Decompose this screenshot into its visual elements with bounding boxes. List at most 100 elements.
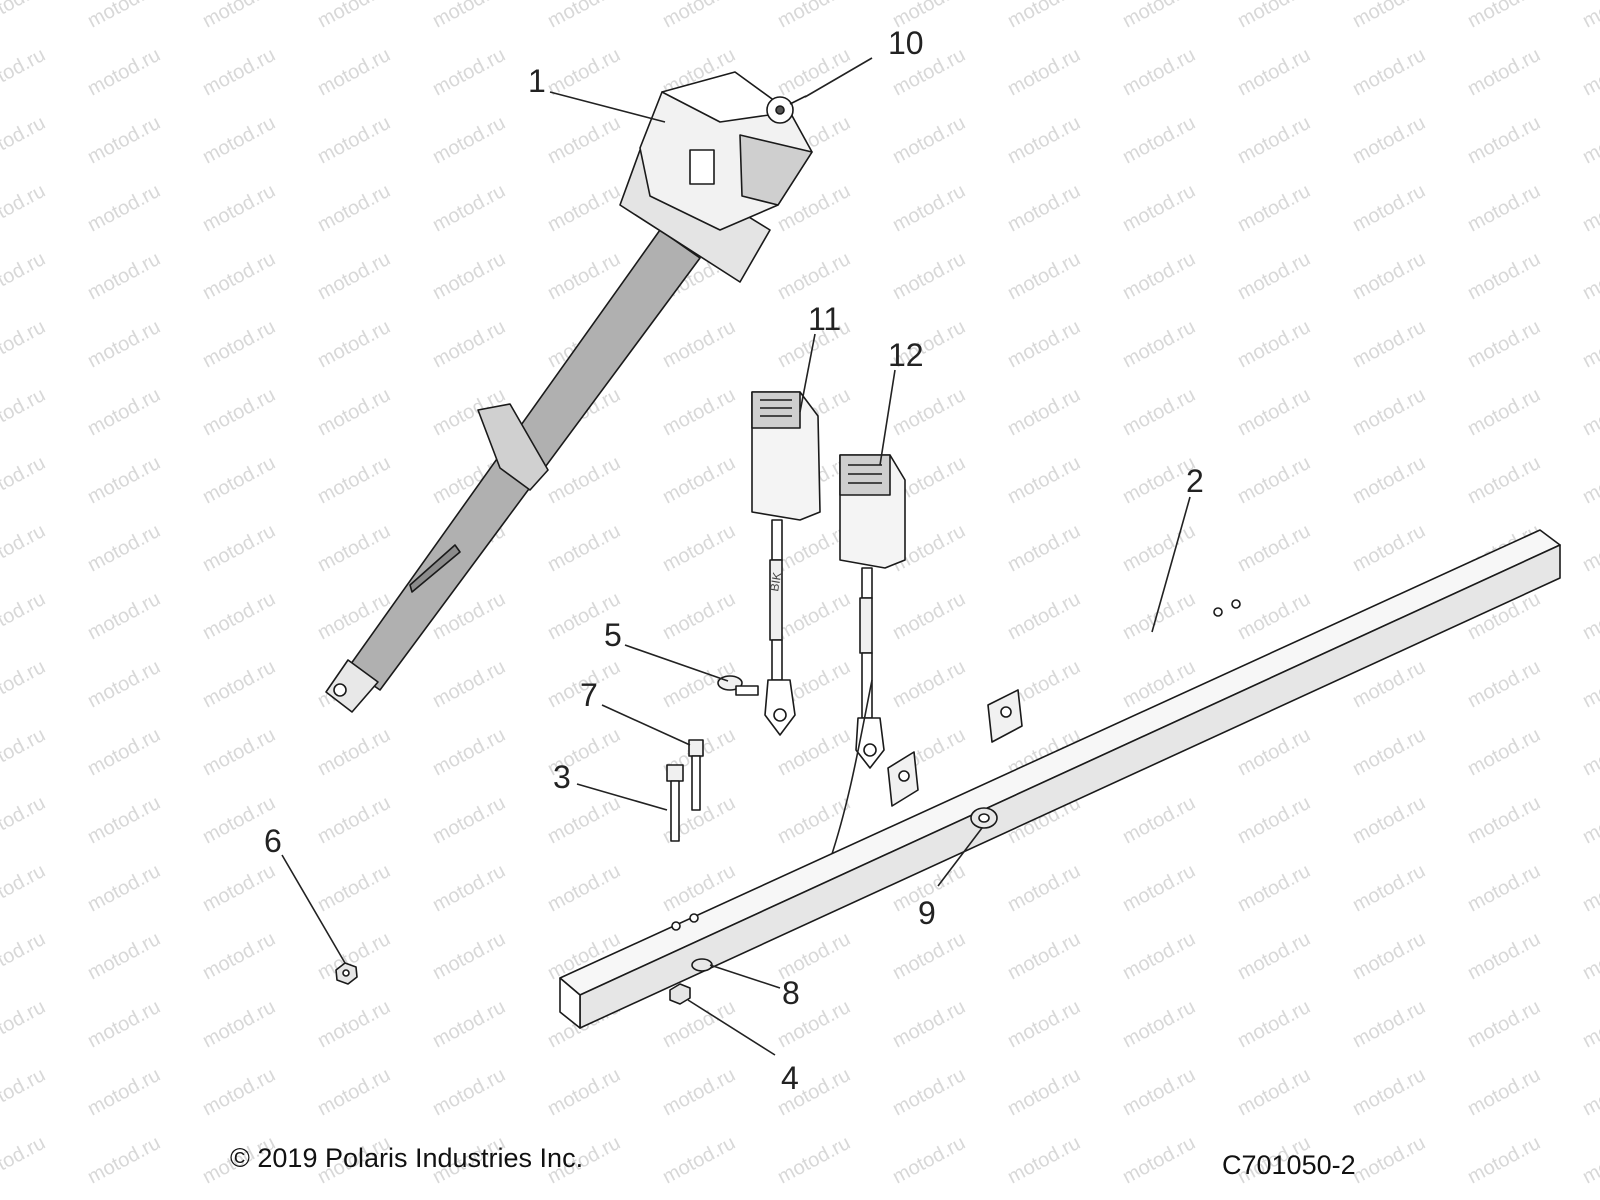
watermark-text: motod.ru <box>1579 384 1600 440</box>
watermark-text: motod.ru <box>429 180 509 236</box>
watermark-text: motod.ru <box>1579 996 1600 1052</box>
watermark-text: motod.ru <box>1579 1132 1600 1188</box>
watermark-text: motod.ru <box>1004 520 1084 576</box>
watermark-text: motod.ru <box>84 1132 164 1188</box>
watermark-text: motod.ru <box>889 180 969 236</box>
watermark-text: motod.ru <box>429 112 509 168</box>
callout-number: 7 <box>580 677 598 713</box>
watermark-text: motod.ru <box>429 656 509 712</box>
watermark-text: motod.ru <box>0 724 49 780</box>
watermark-text: motod.ru <box>1349 112 1429 168</box>
watermark-text: motod.ru <box>199 112 279 168</box>
watermark-text: motod.ru <box>1579 316 1600 372</box>
watermark-text: motod.ru <box>1234 0 1314 32</box>
watermark-text: motod.ru <box>0 588 49 644</box>
watermark-text: motod.ru <box>1349 316 1429 372</box>
watermark-text: motod.ru <box>1579 656 1600 712</box>
watermark-text: motod.ru <box>314 860 394 916</box>
callout-12: 12 <box>879 337 924 466</box>
callout-4: 4 <box>687 999 799 1096</box>
part-bolt-7 <box>688 739 704 811</box>
watermark-text: motod.ru <box>429 996 509 1052</box>
watermark-text: motod.ru <box>659 1064 739 1120</box>
watermark-text: motod.ru <box>0 996 49 1052</box>
watermark-text: motod.ru <box>0 384 49 440</box>
watermark-text: motod.ru <box>0 316 49 372</box>
part-buckle-right <box>811 454 906 911</box>
watermark-text: motod.ru <box>1119 0 1199 32</box>
watermark-text: motod.ru <box>84 588 164 644</box>
watermark-text: motod.ru <box>1464 0 1544 32</box>
watermark-text: motod.ru <box>1464 860 1544 916</box>
watermark-text: motod.ru <box>1119 928 1199 984</box>
watermark-text: motod.ru <box>1579 860 1600 916</box>
callout-9: 9 <box>918 827 983 931</box>
watermark-text: motod.ru <box>1579 928 1600 984</box>
watermark-text: motod.ru <box>199 656 279 712</box>
watermark-text: motod.ru <box>1234 44 1314 100</box>
watermark-text: motod.ru <box>1464 1132 1544 1188</box>
part-buckle-left: BIK <box>751 391 821 736</box>
watermark-text: motod.ru <box>1004 996 1084 1052</box>
watermark-text: motod.ru <box>659 588 739 644</box>
watermark-text: motod.ru <box>1579 44 1600 100</box>
watermark-text: motod.ru <box>1119 1064 1199 1120</box>
watermark-text: motod.ru <box>1579 588 1600 644</box>
watermark-text: motod.ru <box>1464 1064 1544 1120</box>
part-nut-4 <box>669 983 691 1005</box>
callout-6: 6 <box>264 823 346 964</box>
watermark-text: motod.ru <box>84 180 164 236</box>
watermark-text: motod.ru <box>84 996 164 1052</box>
watermark-text: motod.ru <box>1349 384 1429 440</box>
watermark-text: motod.ru <box>429 792 509 848</box>
watermark-text: motod.ru <box>544 112 624 168</box>
watermark-text: motod.ru <box>1464 452 1544 508</box>
watermark-text: motod.ru <box>659 520 739 576</box>
watermark-text: motod.ru <box>1234 180 1314 236</box>
watermark-text: motod.ru <box>1119 588 1199 644</box>
watermark-text: motod.ru <box>314 452 394 508</box>
watermark-text: motod.ru <box>889 384 969 440</box>
watermark-text: motod.ru <box>1349 452 1429 508</box>
watermark-text: motod.ru <box>199 384 279 440</box>
watermark-text: motod.ru <box>889 656 969 712</box>
watermark-text: motod.ru <box>544 520 624 576</box>
callout-1: 1 <box>528 63 666 123</box>
watermark-text: motod.ru <box>1234 112 1314 168</box>
watermark-text: motod.ru <box>199 180 279 236</box>
watermark-text: motod.ru <box>544 452 624 508</box>
watermark-text: motod.ru <box>0 656 49 712</box>
watermark-text: motod.ru <box>84 724 164 780</box>
watermark-text: motod.ru <box>774 0 854 32</box>
watermark-text: motod.ru <box>429 724 509 780</box>
watermark-text: motod.ru <box>1004 860 1084 916</box>
watermark-text: motod.ru <box>1004 1132 1084 1188</box>
watermark-text: motod.ru <box>1464 996 1544 1052</box>
watermark-text: motod.ru <box>1349 996 1429 1052</box>
watermark-text: motod.ru <box>1579 520 1600 576</box>
watermark-text: motod.ru <box>199 724 279 780</box>
watermark-text: motod.ru <box>544 180 624 236</box>
watermark-text: motod.ru <box>1349 0 1429 32</box>
callout-layer: 1 10 11 12 2 5 7 3 <box>264 25 1204 1096</box>
callout-number: 8 <box>782 975 800 1011</box>
watermark-text: motod.ru <box>199 928 279 984</box>
watermark-text: motod.ru <box>199 860 279 916</box>
watermark-text: motod.ru <box>84 248 164 304</box>
watermark-text: motod.ru <box>1579 112 1600 168</box>
watermark-text: motod.ru <box>1004 1064 1084 1120</box>
watermark-text: motod.ru <box>1234 316 1314 372</box>
watermark-text: motod.ru <box>1119 112 1199 168</box>
watermark-text: motod.ru <box>774 588 854 644</box>
watermark-text: motod.ru <box>1349 928 1429 984</box>
watermark-text: motod.ru <box>1349 792 1429 848</box>
watermark-text: motod.ru <box>889 1132 969 1188</box>
callout-number: 1 <box>528 63 546 99</box>
watermark-text: motod.ru <box>1579 0 1600 32</box>
watermark-text: motod.ru <box>199 452 279 508</box>
callout-3: 3 <box>553 759 668 811</box>
watermark-text: motod.ru <box>889 928 969 984</box>
callout-number: 3 <box>553 759 571 795</box>
watermark-text: motod.ru <box>1464 724 1544 780</box>
watermark-text: motod.ru <box>1234 860 1314 916</box>
